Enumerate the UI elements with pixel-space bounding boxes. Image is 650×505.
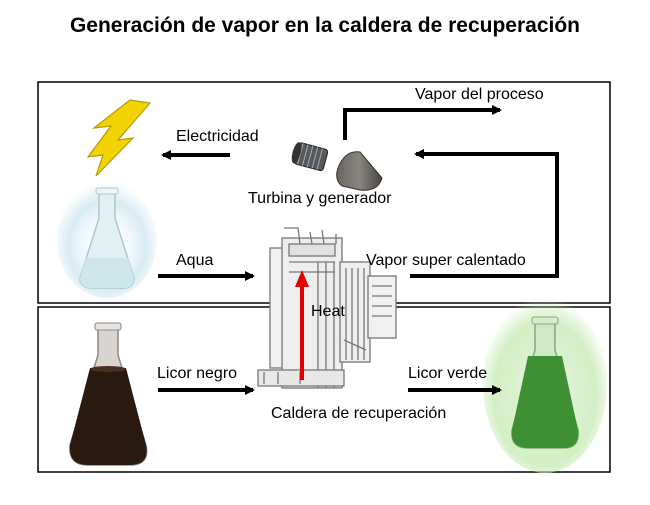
turbine-generator-icon [291,142,383,191]
label-aqua: Aqua [176,252,214,269]
label-turbina-generador: Turbina y generador [248,190,392,207]
label-electricidad: Electricidad [176,128,259,145]
vapor-proceso-arrow [343,105,502,140]
label-licor-negro: Licor negro [157,365,238,382]
water-flask-icon [57,182,157,298]
label-licor-verde: Licor verde [408,365,488,382]
label-caldera: Caldera de recuperación [271,405,447,422]
recovery-boiler-icon [257,227,397,389]
vapor-super-arrow [410,149,559,278]
label-vapor-super: Vapor super calentado [366,252,526,269]
black-liquor-flask-icon [69,322,148,466]
label-heat: Heat [311,303,345,320]
diagram-title: Generación de vapor en la caldera de rec… [69,14,581,37]
lightning-icon [86,99,152,177]
heat-arrow [295,270,309,380]
label-vapor-proceso: Vapor del proceso [415,86,544,103]
green-liquor-flask-icon [483,297,607,473]
